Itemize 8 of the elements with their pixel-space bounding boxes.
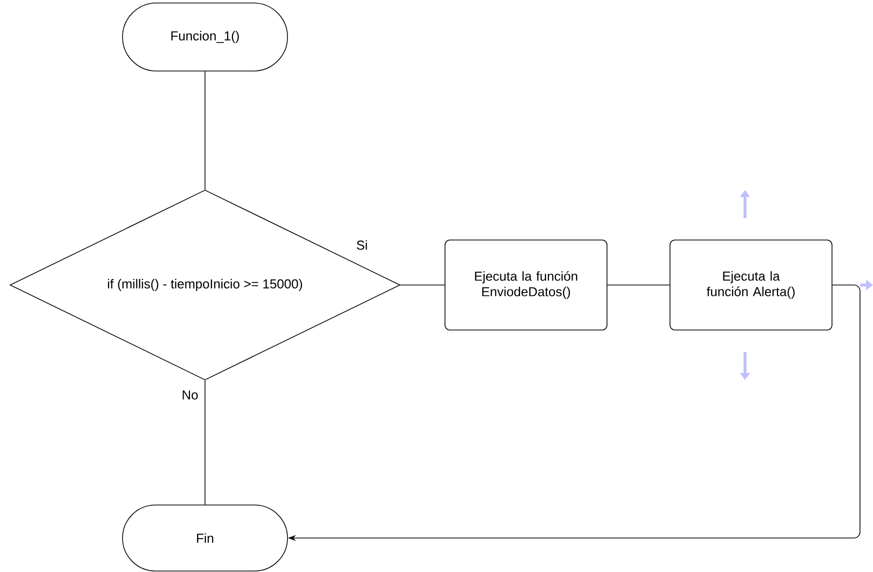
edge-label: No bbox=[182, 390, 198, 400]
edge-label: Si bbox=[356, 240, 367, 250]
connector bbox=[204, 71, 206, 190]
connector bbox=[400, 284, 445, 286]
connector bbox=[607, 284, 670, 286]
process-box: Ejecuta la función EnviodeDatos() bbox=[444, 240, 608, 330]
connector bbox=[204, 380, 206, 505]
process-box: Ejecuta la función Alerta() bbox=[670, 240, 832, 330]
